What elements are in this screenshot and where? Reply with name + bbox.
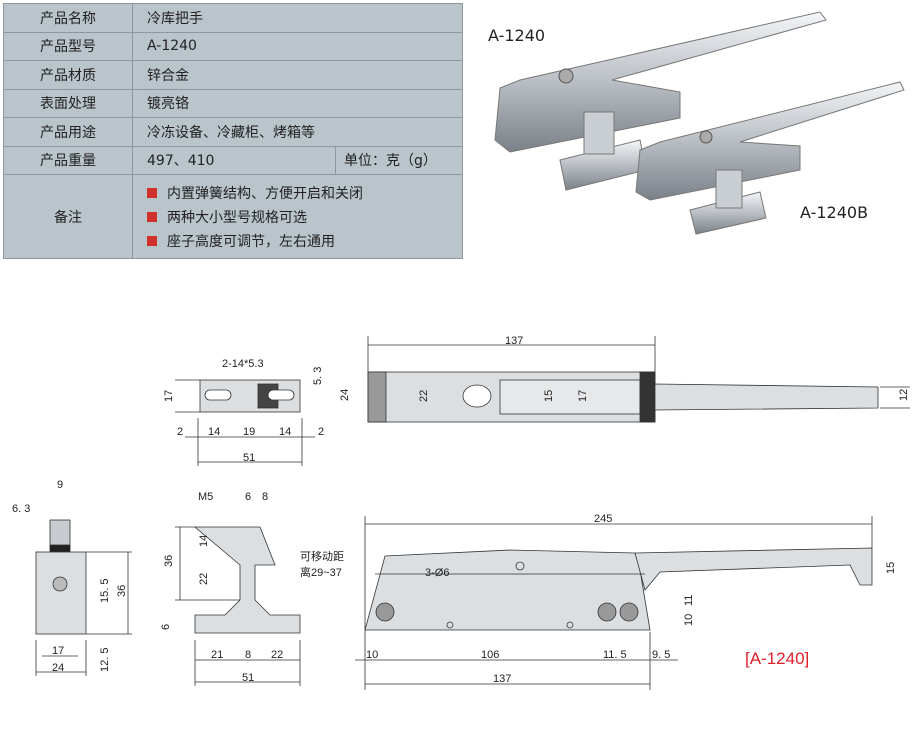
product-photo: A-1240 A-1240B [488, 11, 905, 235]
svg-text:9: 9 [57, 479, 63, 491]
row-material: 产品材质锌合金 [3, 60, 463, 90]
svg-text:22: 22 [198, 573, 210, 585]
svg-text:2: 2 [177, 426, 183, 438]
svg-text:22: 22 [271, 649, 283, 661]
svg-text:245: 245 [594, 513, 612, 525]
svg-text:6: 6 [160, 624, 172, 630]
label-a1240b: A-1240B [800, 203, 868, 222]
svg-text:21: 21 [211, 649, 223, 661]
svg-text:10: 10 [683, 614, 695, 626]
note-item: 内置弹簧结构、方便开启和关闭 [147, 181, 462, 205]
svg-text:24: 24 [339, 389, 351, 401]
svg-text:11. 5: 11. 5 [603, 649, 627, 661]
svg-text:11: 11 [683, 595, 695, 606]
svg-text:12. 5: 12. 5 [99, 648, 111, 672]
svg-text:17: 17 [52, 645, 64, 657]
svg-text:15: 15 [885, 562, 897, 574]
svg-text:51: 51 [242, 672, 254, 684]
svg-text:17: 17 [577, 390, 589, 402]
svg-text:14: 14 [279, 426, 291, 438]
svg-text:5. 3: 5. 3 [312, 367, 324, 385]
svg-text:51: 51 [243, 452, 255, 464]
svg-text:8: 8 [245, 649, 251, 661]
row-notes: 备注 内置弹簧结构、方便开启和关闭 两种大小型号规格可选 座子高度可调节，左右通… [3, 174, 463, 259]
row-name: 产品名称冷库把手 [3, 3, 463, 33]
svg-text:137: 137 [505, 335, 523, 347]
bullet-icon [147, 235, 157, 246]
note-item: 座子高度可调节，左右通用 [147, 229, 462, 253]
svg-text:19: 19 [243, 426, 255, 438]
svg-text:137: 137 [493, 673, 511, 685]
svg-text:15: 15 [543, 390, 555, 402]
svg-text:22: 22 [418, 390, 430, 402]
note-item: 两种大小型号规格可选 [147, 205, 462, 229]
label-a1240: A-1240 [488, 26, 545, 45]
seat-side-dims: M5 6 8 36 14 22 6 可移动距 离29~37 21 8 22 51 [160, 491, 344, 684]
svg-text:8: 8 [262, 491, 268, 503]
svg-text:M5: M5 [198, 491, 213, 503]
svg-text:可移动距: 可移动距 [300, 550, 344, 563]
handle-side-dims: 245 3-Ø6 15 11 10 10 106 11. 5 9. 5 137 [366, 513, 897, 685]
svg-text:6: 6 [245, 491, 251, 503]
seat-top-dims: 2-14*5.3 5. 3 17 2 14 19 14 2 51 [163, 358, 324, 464]
bullet-icon [147, 211, 157, 222]
model-tag: [A-1240] [745, 649, 809, 668]
row-usage: 产品用途冷冻设备、冷藏柜、烤箱等 [3, 117, 463, 147]
svg-text:106: 106 [481, 649, 499, 661]
svg-text:36: 36 [163, 555, 175, 567]
svg-text:6. 3: 6. 3 [12, 503, 30, 515]
svg-text:24: 24 [52, 662, 64, 674]
svg-text:15. 5: 15. 5 [99, 579, 111, 603]
svg-text:14: 14 [208, 426, 220, 438]
svg-text:离29~37: 离29~37 [300, 565, 342, 579]
svg-text:10: 10 [366, 649, 378, 661]
svg-text:2-14*5.3: 2-14*5.3 [222, 358, 264, 370]
handle-top-dims: 137 24 22 15 17 12 [339, 335, 910, 402]
svg-text:36: 36 [116, 585, 128, 597]
svg-text:12: 12 [898, 389, 910, 401]
svg-text:9. 5: 9. 5 [652, 649, 670, 661]
row-finish: 表面处理镀亮铬 [3, 88, 463, 118]
svg-text:3-Ø6: 3-Ø6 [425, 567, 449, 579]
svg-text:17: 17 [163, 390, 175, 402]
svg-text:14: 14 [198, 535, 210, 547]
end-view-dims: 9 6. 3 15. 5 36 17 24 12. 5 [12, 479, 128, 674]
bullet-icon [147, 187, 157, 198]
svg-text:2: 2 [318, 426, 324, 438]
